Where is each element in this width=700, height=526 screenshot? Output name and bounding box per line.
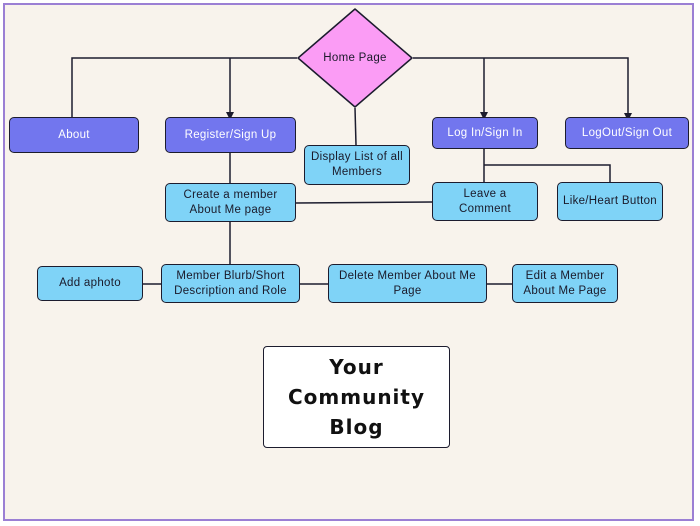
logout-node[interactable]: LogOut/Sign Out — [565, 117, 689, 149]
add-photo-node[interactable]: Add aphoto — [37, 266, 143, 301]
like-button-node[interactable]: Like/Heart Button — [557, 182, 663, 221]
home-page-diamond-shape — [297, 8, 413, 108]
connector-create-comment — [295, 201, 433, 204]
display-list-node[interactable]: Display List of all Members — [304, 145, 410, 185]
connector-login-like — [484, 164, 611, 182]
home-page-label: Home Page — [323, 52, 387, 64]
connector-home-right — [413, 57, 632, 121]
community-blog-title: Your Community Blog — [263, 346, 450, 448]
title-text: Your Community Blog — [287, 355, 426, 439]
create-member-node[interactable]: Create a member About Me page — [165, 183, 296, 222]
home-page-node[interactable]: Home Page — [297, 8, 413, 108]
leave-comment-node[interactable]: Leave a Comment — [432, 182, 538, 221]
member-blurb-node[interactable]: Member Blurb/Short Description and Role — [161, 264, 300, 303]
register-node[interactable]: Register/Sign Up — [165, 117, 296, 153]
connector-home-left — [71, 57, 297, 118]
login-node[interactable]: Log In/Sign In — [432, 117, 538, 149]
delete-member-node[interactable]: Delete Member About Me Page — [328, 264, 487, 303]
about-node[interactable]: About — [9, 117, 139, 153]
edit-member-node[interactable]: Edit a Member About Me Page — [512, 264, 618, 303]
connector-home-display — [354, 107, 357, 146]
